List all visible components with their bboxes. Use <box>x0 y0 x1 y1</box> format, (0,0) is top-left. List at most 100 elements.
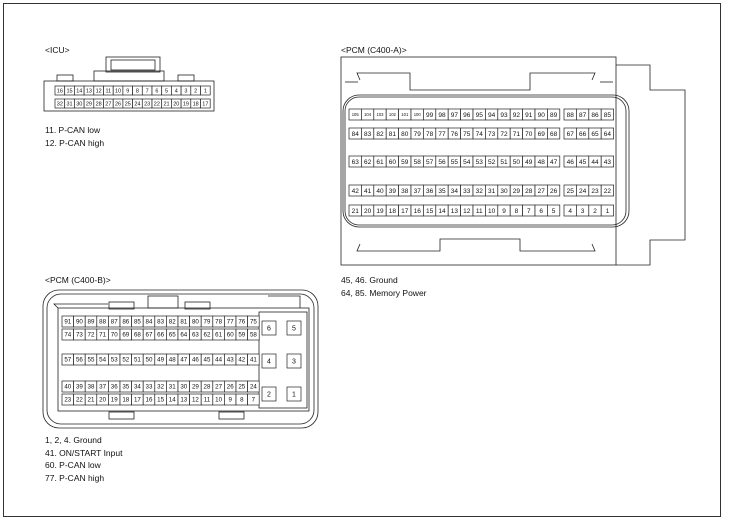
pcm-a-pin-label: 26 <box>550 188 558 195</box>
pcm-b-pin-label: 19 <box>111 397 118 404</box>
pcm-a-pin-label: 103 <box>377 112 385 117</box>
pcm-b-pin-label: 8 <box>240 397 244 404</box>
icu-pin-label: 7 <box>146 88 149 94</box>
pcm-b-pin-label: 10 <box>215 397 222 404</box>
icu-pin-label: 27 <box>105 101 111 107</box>
icu-pin-box <box>200 98 211 109</box>
pcm-a-pin-box <box>547 108 561 121</box>
pcm-b-note: 41. ON/START Input <box>45 447 123 458</box>
pcm-a-pin-label: 7 <box>527 208 531 215</box>
pcm-a-pin-label: 77 <box>438 131 446 138</box>
pcm-b-pin-label: 76 <box>238 319 245 326</box>
pcm-a-pin-label: 75 <box>463 131 471 138</box>
pcm-a-pin-label: 90 <box>538 112 546 119</box>
pcm-a-pin-label: 29 <box>513 188 521 195</box>
pcm-a-pin-label: 37 <box>414 188 422 195</box>
pcm-b-pin-label: 54 <box>99 357 106 364</box>
pcm-a-pin-label: 34 <box>451 188 459 195</box>
pcm-a-pin-label: 54 <box>463 159 471 166</box>
pcm-a-pin-label: 99 <box>426 112 434 119</box>
pcm-a-pin-label: 31 <box>488 188 496 195</box>
pcm-a-pin-label: 89 <box>550 112 558 119</box>
pcm-b-pin-box <box>247 315 260 328</box>
pcm-b-pin-label: 18 <box>122 397 129 404</box>
pcm-a-pin-label: 64 <box>604 131 612 138</box>
pcm-a-pin-label: 83 <box>364 131 372 138</box>
pcm-b-pin-label: 55 <box>88 357 95 364</box>
pcm-a-pin-label: 17 <box>401 208 409 215</box>
pcm-b-pin-box <box>247 328 260 341</box>
pcm-a-pin-label: 23 <box>591 188 599 195</box>
pcm-a-pin-label: 25 <box>567 188 575 195</box>
pcm-a-pin-label: 5 <box>552 208 556 215</box>
pcm-b-pin-label: 52 <box>122 357 129 364</box>
icu-pin-label: 18 <box>193 101 199 107</box>
icu-pin-label: 4 <box>175 88 178 94</box>
pcm-b-pin-label: 41 <box>250 357 257 364</box>
pcm-b-pin-label: 36 <box>111 384 118 391</box>
pcm-a-pin-label: 57 <box>426 159 434 166</box>
pcm-b-pin-label: 28 <box>204 384 211 391</box>
pcm-b-pin-label: 78 <box>215 319 222 326</box>
pcm-a-pin-label: 72 <box>500 131 508 138</box>
pcm-a-pin-box <box>600 204 614 217</box>
pcm-a-pin-label: 102 <box>389 112 397 117</box>
pcm-b-power-pin-label: 1 <box>292 392 296 399</box>
icu-pin-box <box>200 85 211 96</box>
pcm-a-pin-label: 48 <box>538 159 546 166</box>
pcm-b-pin-label: 14 <box>169 397 176 404</box>
pcm-b-power-pin-box <box>261 320 277 336</box>
icu-title: <ICU> <box>45 45 70 55</box>
pcm-b-pin-label: 40 <box>64 384 71 391</box>
pcm-b-pin-label: 32 <box>157 384 164 391</box>
icu-pin-label: 12 <box>96 88 102 94</box>
pcm-b-pin-label: 56 <box>76 357 83 364</box>
pcm-b-pin-label: 38 <box>88 384 95 391</box>
icu-pin-label: 14 <box>76 88 82 94</box>
pcm-a-pin-label: 63 <box>352 159 360 166</box>
icu-pin-label: 15 <box>66 88 72 94</box>
pcm-a-pin-label: 20 <box>364 208 372 215</box>
pcm-a-pin-label: 44 <box>591 159 599 166</box>
pcm-a-pin-label: 10 <box>488 208 496 215</box>
pcm-a-pin-label: 45 <box>579 159 587 166</box>
pcm-a-pin-label: 60 <box>389 159 397 166</box>
pcm-a-pin-box <box>547 184 561 197</box>
pcm-a-pin-label: 40 <box>376 188 384 195</box>
pcm-b-pin-label: 13 <box>180 397 187 404</box>
pcm-b-pin-label: 47 <box>180 357 187 364</box>
pcm-a-pin-label: 62 <box>364 159 372 166</box>
pcm-a-pin-label: 8 <box>515 208 519 215</box>
pcm-a-pin-label: 85 <box>604 112 612 119</box>
pcm-a-pin-label: 65 <box>591 131 599 138</box>
pcm-b-pin-label: 66 <box>157 332 164 339</box>
pcm-b-note: 1, 2, 4. Ground <box>45 435 102 445</box>
pcm-b-pin-label: 25 <box>238 384 245 391</box>
pcm-b-pin-label: 17 <box>134 397 141 404</box>
pcm-b-pin-label: 64 <box>180 332 187 339</box>
icu-pin-label: 13 <box>86 88 92 94</box>
icu-pin-label: 3 <box>184 88 187 94</box>
pcm-b-pin-label: 16 <box>146 397 153 404</box>
icu-pin-label: 28 <box>96 101 102 107</box>
pcm-a-pin-label: 21 <box>352 208 360 215</box>
pcm-b-pin-label: 49 <box>157 357 164 364</box>
icu-pin-label: 10 <box>115 88 121 94</box>
pcm-a-pin-label: 79 <box>414 131 422 138</box>
pcm-a-pin-label: 2 <box>593 208 597 215</box>
pcm-a-pin-label: 52 <box>488 159 496 166</box>
pcm-a-pin-label: 28 <box>525 188 533 195</box>
pcm-b-pin-label: 61 <box>215 332 222 339</box>
pcm-b-power-pin-label: 3 <box>292 359 296 366</box>
pcm-a-pin-label: 101 <box>401 112 409 117</box>
icu-pin-label: 6 <box>155 88 158 94</box>
pcm-b-pin-label: 91 <box>64 319 71 326</box>
pcm-b-pin-label: 30 <box>180 384 187 391</box>
icu-pin-label: 23 <box>144 101 150 107</box>
pcm-a-pin-label: 81 <box>389 131 397 138</box>
pcm-a-pin-label: 3 <box>581 208 585 215</box>
icu-pin-label: 26 <box>115 101 121 107</box>
pcm-a-pin-label: 59 <box>401 159 409 166</box>
icu-pin-label: 2 <box>194 88 197 94</box>
